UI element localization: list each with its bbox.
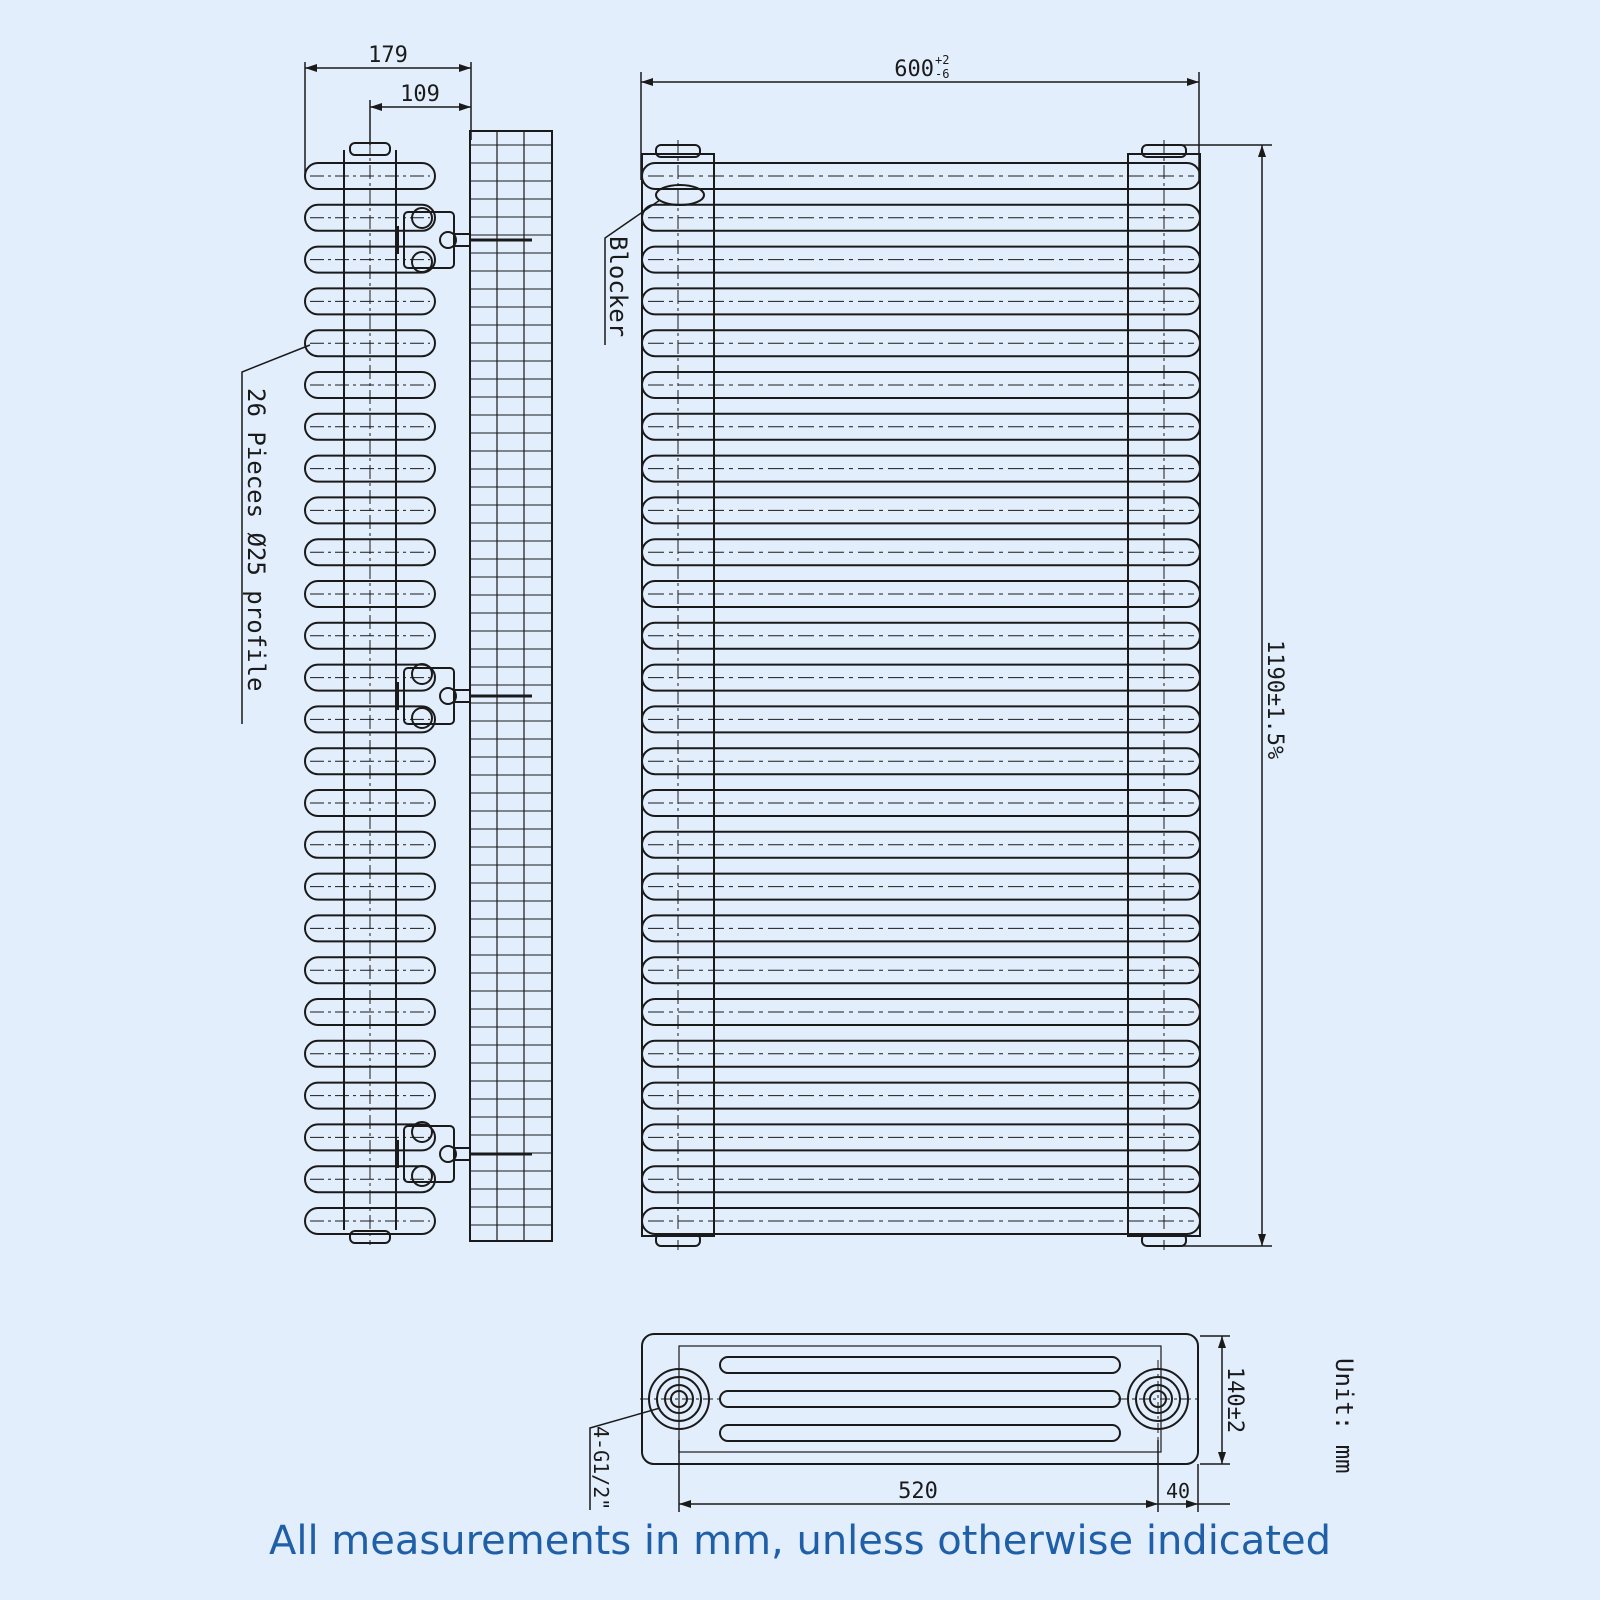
- side-fin: [304, 412, 436, 441]
- dim-600-tol-upper: +2: [935, 53, 949, 67]
- side-fin: [304, 998, 436, 1026]
- side-fin: [304, 663, 436, 692]
- wall-bracket: [397, 1121, 532, 1187]
- side-fin: [304, 705, 436, 734]
- side-fin: [304, 747, 436, 776]
- front-tube: [641, 496, 1201, 525]
- dim-109-label: 109: [400, 82, 440, 107]
- front-view: [604, 72, 1272, 1250]
- front-tube: [641, 1081, 1201, 1110]
- dim-40-label: 40: [1166, 1479, 1190, 1503]
- dim-600-value: 600: [894, 57, 934, 82]
- footer-note: All measurements in mm, unless otherwise…: [269, 1518, 1331, 1564]
- front-tube: [641, 956, 1201, 985]
- side-fin: [304, 454, 436, 483]
- side-fin: [304, 496, 436, 525]
- side-fin: [304, 538, 436, 567]
- dim-600-label: 600 +2 -6: [894, 53, 949, 82]
- side-view: [241, 62, 553, 1245]
- pieces-label: 26 Pieces Ø25 profile: [242, 388, 270, 691]
- front-tube: [641, 162, 1201, 190]
- side-fin: [304, 329, 436, 358]
- side-fin: [304, 203, 436, 232]
- side-fin: [304, 1123, 436, 1152]
- side-fin: [304, 1081, 436, 1110]
- front-tube: [641, 705, 1201, 734]
- dim-179-label: 179: [368, 43, 408, 68]
- side-fin: [304, 872, 436, 901]
- side-fin: [304, 287, 436, 316]
- front-tube: [641, 621, 1201, 650]
- dim-600-tol-lower: -6: [935, 67, 949, 81]
- dim-520-label: 520: [898, 1479, 938, 1504]
- front-tube: [641, 1165, 1201, 1194]
- side-fin: [304, 580, 436, 608]
- connection-label: 4-G1/2": [589, 1426, 613, 1510]
- side-fin: [304, 956, 436, 985]
- front-tube: [641, 329, 1201, 358]
- unit-label: Unit: mm: [1330, 1358, 1358, 1474]
- side-fin: [304, 914, 436, 943]
- front-tube: [641, 580, 1201, 608]
- front-tube: [641, 830, 1201, 859]
- top-view: [589, 1333, 1230, 1512]
- side-fin: [304, 162, 436, 190]
- blocker-label: Blocker: [604, 236, 632, 337]
- wall-bracket: [397, 207, 532, 273]
- front-tube: [641, 998, 1201, 1026]
- front-tube: [641, 1207, 1201, 1235]
- side-fin: [304, 621, 436, 650]
- front-tube: [641, 245, 1201, 274]
- side-fin: [304, 371, 436, 399]
- side-fin: [304, 830, 436, 859]
- side-fin: [304, 245, 436, 274]
- side-fin: [304, 1207, 436, 1235]
- front-tube: [641, 203, 1201, 232]
- front-tube: [641, 872, 1201, 901]
- dim-1190-label: 1190±1.5%: [1262, 640, 1287, 759]
- front-tube: [641, 1123, 1201, 1152]
- side-fin: [304, 1165, 436, 1194]
- side-fin: [304, 789, 436, 817]
- front-tube: [641, 747, 1201, 776]
- front-tube: [641, 538, 1201, 567]
- wall-bracket: [397, 663, 532, 729]
- front-tube: [641, 789, 1201, 817]
- front-tube: [641, 663, 1201, 692]
- dim-140-label: 140±2: [1222, 1367, 1247, 1433]
- front-tube: [641, 412, 1201, 441]
- front-tube: [641, 914, 1201, 943]
- front-tube: [641, 287, 1201, 316]
- side-fin: [304, 1039, 436, 1068]
- front-tube: [641, 454, 1201, 483]
- front-tube: [641, 1039, 1201, 1068]
- front-tube: [641, 371, 1201, 399]
